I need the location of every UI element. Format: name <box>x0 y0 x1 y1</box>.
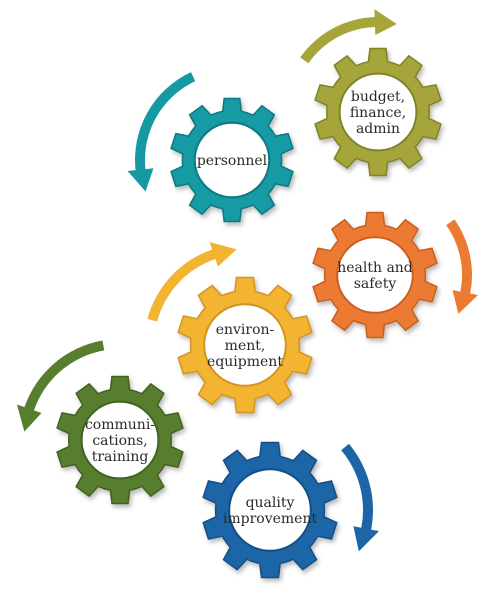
gear-environment-label: ment, <box>225 338 266 354</box>
quality-rotation-arrow <box>341 443 379 552</box>
gear-health-hub <box>336 236 414 314</box>
gear-environment-label: environ- <box>216 322 275 338</box>
gear-quality-label: quality <box>246 495 295 511</box>
gear-health-label: health and <box>337 260 413 276</box>
communications-rotation-arrow <box>16 340 105 432</box>
gear-communications-label: cations, <box>92 433 147 449</box>
gear-budget-hub <box>338 72 418 152</box>
gear-quality-label: improvement <box>223 511 318 527</box>
gear-personnel: personnel <box>170 97 294 223</box>
gear-health-label: safety <box>354 276 397 292</box>
budget-rotation-arrow <box>300 9 397 64</box>
gear-personnel-hub <box>193 121 271 199</box>
gear-communications-label: communi- <box>85 417 155 433</box>
gear-budget-label: admin <box>356 121 400 137</box>
gear-personnel-label: personnel <box>197 153 268 169</box>
gear-communications-hub <box>80 400 160 480</box>
gear-budget: budget,finance,admin <box>314 47 442 177</box>
gear-environment-label: equipment <box>207 354 283 370</box>
gear-quality-hub <box>228 468 312 552</box>
gear-communications: communi-cations,training <box>56 375 184 505</box>
environment-rotation-arrow <box>147 241 237 322</box>
health-rotation-arrow <box>446 219 479 314</box>
gear-environment: environ-ment,equipment <box>177 276 313 414</box>
personnel-rotation-arrow <box>127 72 196 192</box>
gear-budget-label: budget, <box>351 89 405 105</box>
gear-budget-label: finance, <box>350 105 406 121</box>
gear-environment-hub <box>203 303 287 387</box>
gear-communications-label: training <box>92 449 149 465</box>
